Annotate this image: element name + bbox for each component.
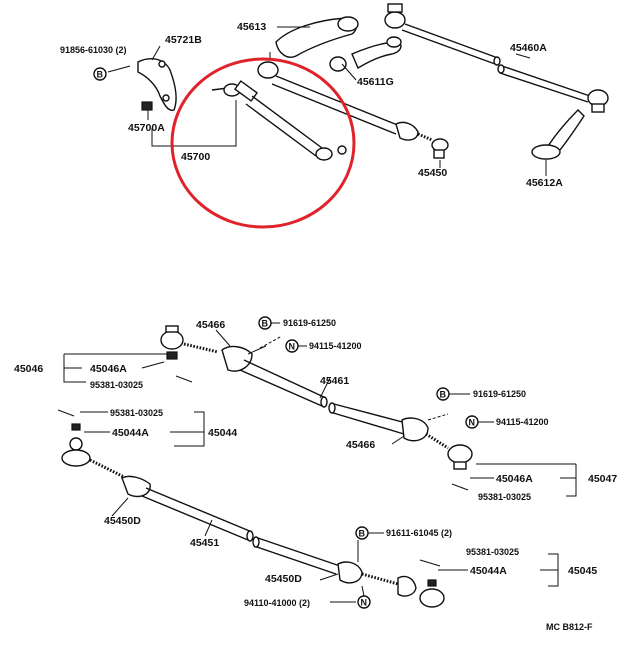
label-45450D-a: 45450D: [104, 515, 141, 527]
tie-rod-45450: [257, 61, 449, 159]
leader-45450D-a: [111, 497, 129, 517]
label-45046A-a: 45046A: [90, 363, 127, 375]
tie-rod-45450D-a: [121, 475, 151, 498]
label-91611: 91611-61045 (2): [386, 528, 452, 538]
bolt-symbol-3: B: [355, 526, 369, 540]
svg-text:B: B: [97, 70, 104, 80]
leader-45721B: [151, 45, 161, 61]
highlight-circle: [170, 57, 356, 229]
leader-45450D-b: [319, 573, 339, 581]
label-45461: 45461: [320, 375, 349, 387]
leader-45451: [204, 519, 213, 537]
leader-45700: [151, 100, 237, 147]
label-45450-top: 45450: [418, 167, 447, 179]
label-45721B: 45721B: [165, 34, 202, 46]
bolt-symbol-2: B: [436, 387, 450, 401]
label-91619-b: 91619-61250: [473, 389, 526, 399]
label-94115-a: 94115-41200: [309, 341, 362, 351]
knuckle-arm-45612A: [531, 109, 585, 160]
bolt-symbol-1: B: [258, 316, 272, 330]
leader-45466-b: [391, 435, 405, 445]
clamp-45466-upper: [221, 335, 283, 372]
label-45044A-a: 45044A: [112, 427, 149, 439]
leader-45461: [319, 377, 331, 399]
tie-rod-end-45045: [397, 559, 445, 608]
label-45046: 45046: [14, 363, 43, 375]
label-45466-a: 45466: [196, 319, 225, 331]
diagram-code: MC B812-F: [546, 622, 593, 632]
nut-symbol-1: N: [285, 339, 299, 353]
label-45044: 45044: [208, 427, 237, 439]
svg-text:N: N: [289, 342, 296, 352]
label-95381-c: 95381-03025: [478, 492, 531, 502]
label-45045: 45045: [568, 565, 597, 577]
clamp-45466-lower: [401, 413, 449, 450]
label-95381-a: 95381-03025: [90, 380, 143, 390]
bracket-45044: [174, 411, 205, 447]
idler-arm-45611G: [329, 36, 402, 72]
nut-symbol-2: N: [465, 415, 479, 429]
label-45460A: 45460A: [510, 42, 547, 54]
bracket-45047: [566, 464, 577, 497]
leader-45466-a: [215, 329, 231, 347]
bolt-symbol-top: B: [93, 67, 107, 81]
svg-text:B: B: [262, 319, 269, 329]
label-45450D-b: 45450D: [265, 573, 302, 585]
label-91619-a: 91619-61250: [283, 318, 336, 328]
label-94110: 94110-41000 (2): [244, 598, 310, 608]
svg-text:B: B: [440, 390, 447, 400]
label-45044A-b: 45044A: [470, 565, 507, 577]
label-45451: 45451: [190, 537, 219, 549]
label-91856: 91856-61030 (2): [60, 45, 127, 55]
label-45612A: 45612A: [526, 177, 563, 189]
tie-rod-45450D-b: [337, 540, 399, 586]
tie-rod-end-45046: [160, 325, 219, 383]
svg-text:B: B: [359, 529, 366, 539]
bracket-45721B: [107, 58, 177, 111]
adjusting-tube-45461: [239, 359, 411, 435]
label-45700: 45700: [181, 151, 210, 163]
steering-damper-45700: [211, 80, 347, 161]
leader-45460A: [515, 53, 531, 59]
label-45047: 45047: [588, 473, 617, 485]
label-95381-d: 95381-03025: [466, 547, 519, 557]
label-45613: 45613: [237, 21, 266, 33]
bracket-45046: [63, 354, 86, 383]
leader-45046A-a: [141, 361, 165, 369]
relay-rod-lower: [497, 64, 609, 113]
tie-rod-end-45047: [447, 444, 473, 491]
label-45466-b: 45466: [346, 439, 375, 451]
label-94115-b: 94115-41200: [496, 417, 549, 427]
nut-45700A: [141, 101, 153, 111]
label-45700A: 45700A: [128, 122, 165, 134]
tie-rod-end-45044: [57, 409, 127, 480]
svg-text:N: N: [361, 598, 368, 608]
tie-rod-45451: [141, 487, 341, 575]
label-95381-b: 95381-03025: [110, 408, 163, 418]
label-45611G: 45611G: [357, 76, 394, 88]
svg-text:N: N: [469, 418, 476, 428]
relay-rod-upper: [384, 3, 501, 66]
nut-symbol-3: N: [357, 595, 371, 609]
label-45046A-b: 45046A: [496, 473, 533, 485]
leader-45611G: [341, 63, 357, 81]
